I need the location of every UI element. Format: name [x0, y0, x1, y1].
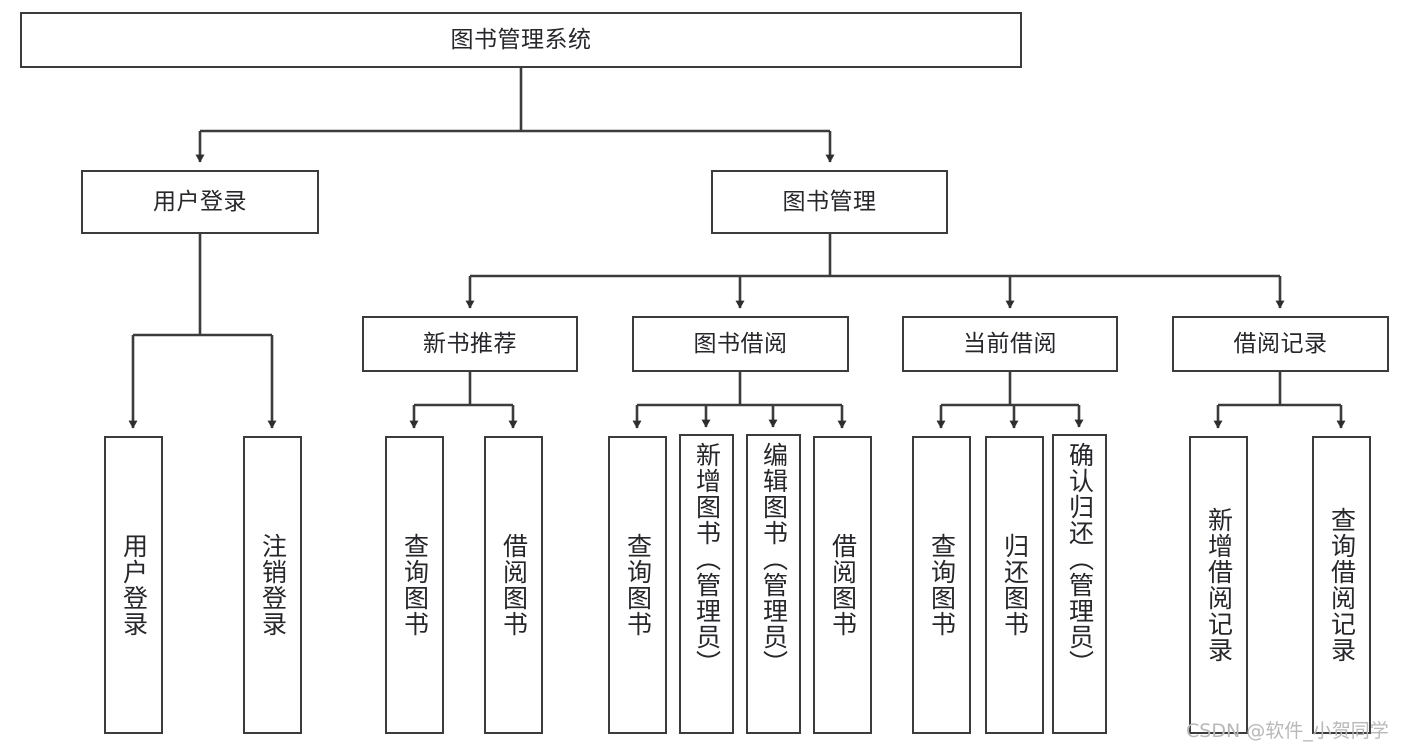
leaf-borrow-book-borrow[interactable]: 借阅图书 — [813, 436, 872, 734]
leaf-return-book[interactable]: 归还图书 — [985, 436, 1044, 734]
leaf-borrow-book-newbook-label: 借阅图书 — [499, 533, 529, 637]
leaf-confirm-return-admin[interactable]: 确认归还（管理员） — [1052, 434, 1107, 734]
node-borrow-record-label: 借阅记录 — [1233, 330, 1328, 357]
leaf-add-book-admin-label: 新增图书（管理员） — [692, 442, 722, 676]
node-book-borrow[interactable]: 图书借阅 — [632, 316, 849, 372]
leaf-search-book-borrow[interactable]: 查询图书 — [608, 436, 667, 734]
node-borrow-record[interactable]: 借阅记录 — [1172, 316, 1389, 372]
leaf-logout-label: 注销登录 — [258, 533, 288, 637]
node-book-borrow-label: 图书借阅 — [693, 330, 788, 357]
node-root-label: 图书管理系统 — [450, 26, 592, 53]
leaf-search-book-current[interactable]: 查询图书 — [912, 436, 971, 734]
node-user-login-label: 用户登录 — [153, 188, 247, 215]
leaf-search-borrow-record-label: 查询借阅记录 — [1327, 507, 1357, 663]
leaf-search-borrow-record[interactable]: 查询借阅记录 — [1312, 436, 1371, 734]
node-current-borrow[interactable]: 当前借阅 — [902, 316, 1118, 372]
node-new-book-recommend-label: 新书推荐 — [423, 330, 517, 357]
leaf-logout[interactable]: 注销登录 — [243, 436, 302, 734]
leaf-user-login-label: 用户登录 — [119, 533, 149, 637]
leaf-borrow-book-newbook[interactable]: 借阅图书 — [484, 436, 543, 734]
node-book-management[interactable]: 图书管理 — [711, 170, 948, 234]
leaf-search-book-borrow-label: 查询图书 — [623, 533, 653, 637]
leaf-search-book-newbook[interactable]: 查询图书 — [385, 436, 444, 734]
leaf-search-book-current-label: 查询图书 — [927, 533, 957, 637]
leaf-search-book-newbook-label: 查询图书 — [400, 533, 430, 637]
node-current-borrow-label: 当前借阅 — [963, 330, 1057, 357]
leaf-add-book-admin[interactable]: 新增图书（管理员） — [679, 434, 734, 734]
leaf-add-borrow-record-label: 新增借阅记录 — [1204, 507, 1234, 663]
leaf-edit-book-admin[interactable]: 编辑图书（管理员） — [746, 434, 801, 734]
node-user-login[interactable]: 用户登录 — [81, 170, 319, 234]
leaf-return-book-label: 归还图书 — [1000, 533, 1030, 637]
csdn-watermark: CSDN @软件_小贺同学 — [1186, 720, 1389, 742]
leaf-user-login[interactable]: 用户登录 — [104, 436, 163, 734]
node-book-management-label: 图书管理 — [782, 188, 877, 215]
leaf-borrow-book-borrow-label: 借阅图书 — [828, 533, 858, 637]
node-new-book-recommend[interactable]: 新书推荐 — [362, 316, 578, 372]
node-root[interactable]: 图书管理系统 — [20, 12, 1022, 68]
leaf-add-borrow-record[interactable]: 新增借阅记录 — [1189, 436, 1248, 734]
leaf-edit-book-admin-label: 编辑图书（管理员） — [759, 442, 789, 676]
leaf-confirm-return-admin-label: 确认归还（管理员） — [1065, 442, 1095, 676]
